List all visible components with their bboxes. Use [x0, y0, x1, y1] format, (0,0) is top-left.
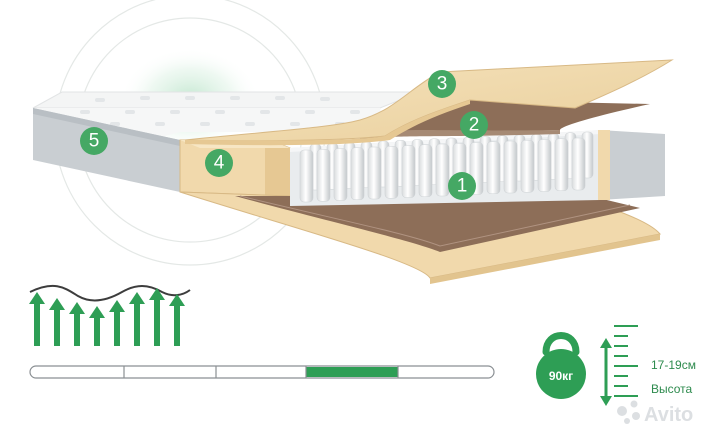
support-arrow	[69, 302, 85, 346]
support-arrows-icon	[29, 284, 191, 346]
spring	[299, 149, 314, 203]
layer-badge-5: 5	[80, 127, 108, 155]
top-foam-sheet	[184, 59, 674, 146]
kettlebell-icon: 90кг	[536, 332, 586, 399]
spring	[333, 148, 348, 201]
right-side-panel	[598, 130, 665, 200]
svg-text:1: 1	[457, 176, 468, 197]
bottom-felt-layer	[235, 195, 640, 252]
quilted-cover	[32, 91, 421, 192]
spring	[503, 140, 518, 194]
spring	[571, 137, 586, 191]
support-arrow	[89, 306, 105, 346]
spring	[486, 141, 501, 195]
avito-logo-icon	[617, 400, 640, 424]
svg-text:4: 4	[214, 153, 225, 174]
pocket-spring-block	[290, 130, 600, 206]
height-value: 17-19см	[651, 358, 696, 372]
spring	[537, 139, 552, 192]
felt-layer-peeled	[360, 100, 650, 140]
spring	[384, 145, 399, 199]
spring	[520, 139, 535, 193]
max-weight-value: 90кг	[549, 369, 573, 383]
spring	[435, 143, 450, 197]
support-arrow	[149, 288, 165, 346]
layer-badge-1: 1	[448, 172, 476, 200]
side-foam-block	[179, 139, 291, 197]
support-arrow	[109, 300, 125, 346]
svg-text:5: 5	[89, 131, 100, 152]
support-arrow	[129, 292, 145, 346]
layer-badge-2: 2	[460, 111, 488, 139]
firmness-scale	[29, 365, 495, 379]
spring	[554, 138, 569, 192]
support-arrow	[29, 292, 45, 346]
svg-text:2: 2	[469, 115, 480, 136]
height-ruler-icon	[600, 325, 638, 406]
watermark-text: Avito	[644, 404, 693, 426]
height-label: Высота	[651, 382, 693, 396]
support-arrow	[49, 298, 65, 346]
layer-badge-4: 4	[205, 149, 233, 177]
layer-badge-3: 3	[428, 70, 456, 98]
spring	[367, 146, 382, 200]
spring	[401, 145, 416, 198]
avito-watermark: Avito	[617, 400, 693, 426]
spring	[350, 147, 365, 201]
svg-text:3: 3	[437, 74, 448, 95]
support-arrow	[169, 294, 185, 346]
spring	[316, 148, 331, 202]
spring	[418, 144, 433, 198]
